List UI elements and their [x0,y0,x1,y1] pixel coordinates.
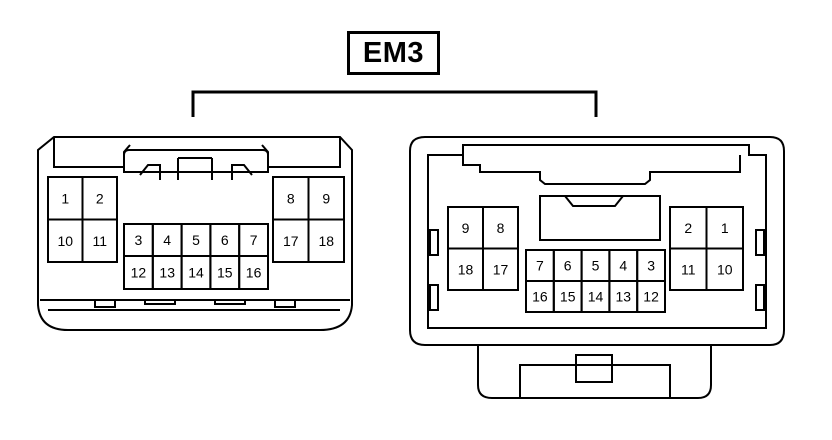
left-center-bottom-cell [238,255,269,290]
right-center-bottom-pin-label: 16 [532,289,548,305]
left-center-top-pin-label: 5 [192,232,200,248]
left-center-bottom-pin-label: 14 [188,265,204,281]
right-outer-right-cell [705,247,744,291]
connector-title: EM3 [347,31,440,75]
left-outer-right-pin-label: 18 [318,233,334,249]
right-outer-left-pin-label: 18 [458,261,474,277]
right-outer-right-pin-label: 10 [717,261,733,277]
right-outer-right-pin-label: 11 [681,261,696,277]
right-center-bottom-pin-label: 13 [616,289,632,305]
right-outer-left-cell [482,247,519,291]
pin-cells [47,176,744,313]
left-outer-right-cell [307,218,345,263]
left-center-top-pin-label: 6 [221,232,229,248]
left-outer-left-pin-label: 10 [57,233,73,249]
left-outer-left-pin-label: 2 [96,190,104,206]
left-center-top-pin-label: 4 [163,232,171,248]
left-outer-left-pin-label: 11 [92,233,107,249]
left-outer-left-pin-label: 1 [61,190,69,206]
title-bracket [191,90,598,117]
right-outer-right-pin-label: 1 [721,220,729,236]
left-center-bottom-pin-label: 16 [246,265,262,281]
right-center-top-pin-label: 6 [564,258,572,274]
right-center-top-pin-label: 4 [619,258,627,274]
left-center-bottom-pin-label: 15 [217,265,233,281]
right-center-top-pin-label: 3 [647,258,655,274]
right-outer-left-pin-label: 17 [493,261,509,277]
left-center-top-pin-label: 3 [135,232,143,248]
left-outer-left-cell [81,218,118,263]
right-center-bottom-cell [636,280,667,313]
right-outer-right-pin-label: 2 [684,220,692,236]
left-outer-right-pin-label: 17 [283,233,299,249]
right-outer-left-pin-label: 8 [497,220,505,236]
left-center-bottom-pin-label: 12 [131,265,147,281]
right-center-bottom-pin-label: 15 [560,289,576,305]
right-center-bottom-pin-label: 14 [588,289,604,305]
left-outer-right-pin-label: 9 [322,190,330,206]
right-center-bottom-pin-label: 12 [643,289,659,305]
right-center-top-pin-label: 7 [536,258,544,274]
left-center-top-pin-label: 7 [250,232,258,248]
right-center-top-pin-label: 5 [592,258,600,274]
left-center-bottom-pin-label: 13 [159,265,175,281]
right-outer-left-pin-label: 9 [462,220,470,236]
left-outer-right-pin-label: 8 [287,190,295,206]
